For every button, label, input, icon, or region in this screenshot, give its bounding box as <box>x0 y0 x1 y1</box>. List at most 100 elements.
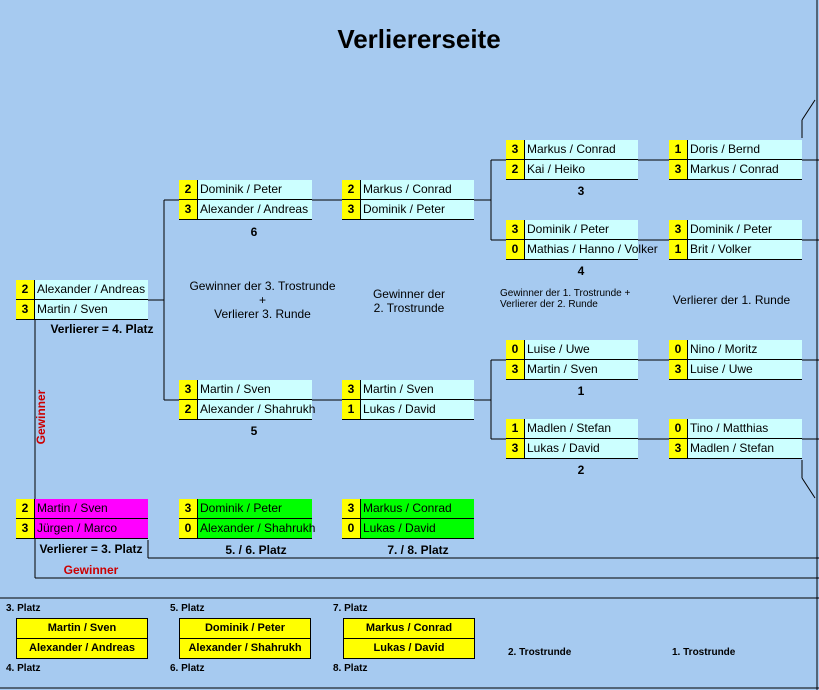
score: 3 <box>506 140 525 159</box>
team-name: Tino / Matthias <box>688 419 802 438</box>
score: 1 <box>669 240 688 259</box>
team-name: Dominik / Peter <box>198 180 312 199</box>
team-name: Jürgen / Marco <box>35 519 148 538</box>
team-name: Dominik / Peter <box>525 220 638 239</box>
label-gewinner-2-trostrunde: Gewinner der 2. Trostrunde <box>350 287 468 315</box>
label-gewinner-vertical: Gewinner <box>34 389 48 445</box>
score: 0 <box>506 340 525 359</box>
team-name: Kai / Heiko <box>525 160 638 179</box>
score: 3 <box>669 220 688 239</box>
team-name: Markus / Conrad <box>361 499 474 518</box>
team-name: Markus / Conrad <box>525 140 638 159</box>
score: 3 <box>16 519 35 538</box>
score: 3 <box>179 200 198 219</box>
team-name: Nino / Moritz <box>688 340 802 359</box>
score: 3 <box>342 200 361 219</box>
team-name: Brit / Volker <box>688 240 802 259</box>
team-name: Doris / Bernd <box>688 140 802 159</box>
team-name: Martin / Sven <box>35 499 148 518</box>
team-name: Alexander / Shahrukh <box>198 519 315 538</box>
team-name: Martin / Sven <box>525 360 638 379</box>
result-team: Dominik / Peter <box>180 619 310 639</box>
label-platz-4: 4. Platz <box>6 663 41 674</box>
label-verlierer-3: Verlierer = 3. Platz <box>39 542 143 556</box>
result-box-78: Markus / Conrad Lukas / David <box>343 618 475 659</box>
score: 3 <box>342 499 361 518</box>
match-number: 1 <box>577 384 585 398</box>
team-name: Madlen / Stefan <box>688 439 802 458</box>
label-platz-78: 7. / 8. Platz <box>387 543 449 557</box>
result-team: Alexander / Andreas <box>29 642 135 654</box>
result-team: Martin / Sven <box>17 619 147 639</box>
score: 1 <box>506 419 525 438</box>
team-name: Luise / Uwe <box>525 340 638 359</box>
score: 3 <box>669 360 688 379</box>
score: 0 <box>179 519 198 538</box>
label-platz-8: 8. Platz <box>333 663 368 674</box>
label-platz-5: 5. Platz <box>170 603 205 614</box>
label-line: Gewinner der 3. Trostrunde <box>189 279 336 293</box>
label-gewinner-1-trostrunde: Gewinner der 1. Trostrunde + Verlierer d… <box>500 288 662 310</box>
score: 3 <box>669 160 688 179</box>
label-platz-6: 6. Platz <box>170 663 205 674</box>
score: 1 <box>669 140 688 159</box>
label-line: Verlierer 3. Runde <box>214 307 311 321</box>
label-verlierer-1-runde: Verlierer der 1. Runde <box>672 293 791 307</box>
score: 3 <box>342 380 361 399</box>
score: 3 <box>179 499 198 518</box>
score: 2 <box>506 160 525 179</box>
team-name: Mathias / Hanno / Volker <box>525 240 658 259</box>
team-name: Markus / Conrad <box>688 160 802 179</box>
label-line: 2. Trostrunde <box>373 301 445 315</box>
team-name: Alexander / Andreas <box>35 280 148 299</box>
score: 3 <box>669 439 688 458</box>
team-name: Martin / Sven <box>198 380 312 399</box>
label-platz-3: 3. Platz <box>6 603 41 614</box>
label-line: Verlierer der 2. Runde <box>500 299 598 310</box>
match-number: 6 <box>250 225 258 239</box>
page-title: Verliererseite <box>337 24 501 54</box>
label-platz-7: 7. Platz <box>333 603 368 614</box>
result-box-34: Martin / Sven Alexander / Andreas <box>16 618 148 659</box>
match-number: 5 <box>250 424 258 438</box>
team-name: Markus / Conrad <box>361 180 474 199</box>
score: 2 <box>342 180 361 199</box>
score: 3 <box>179 380 198 399</box>
result-team: Alexander / Shahrukh <box>188 642 302 654</box>
label-line: + <box>258 293 266 307</box>
score: 2 <box>179 180 198 199</box>
label-line: Gewinner der 1. Trostrunde + <box>500 288 631 299</box>
result-team: Lukas / David <box>373 642 445 654</box>
score: 0 <box>669 340 688 359</box>
match-number: 2 <box>577 463 585 477</box>
